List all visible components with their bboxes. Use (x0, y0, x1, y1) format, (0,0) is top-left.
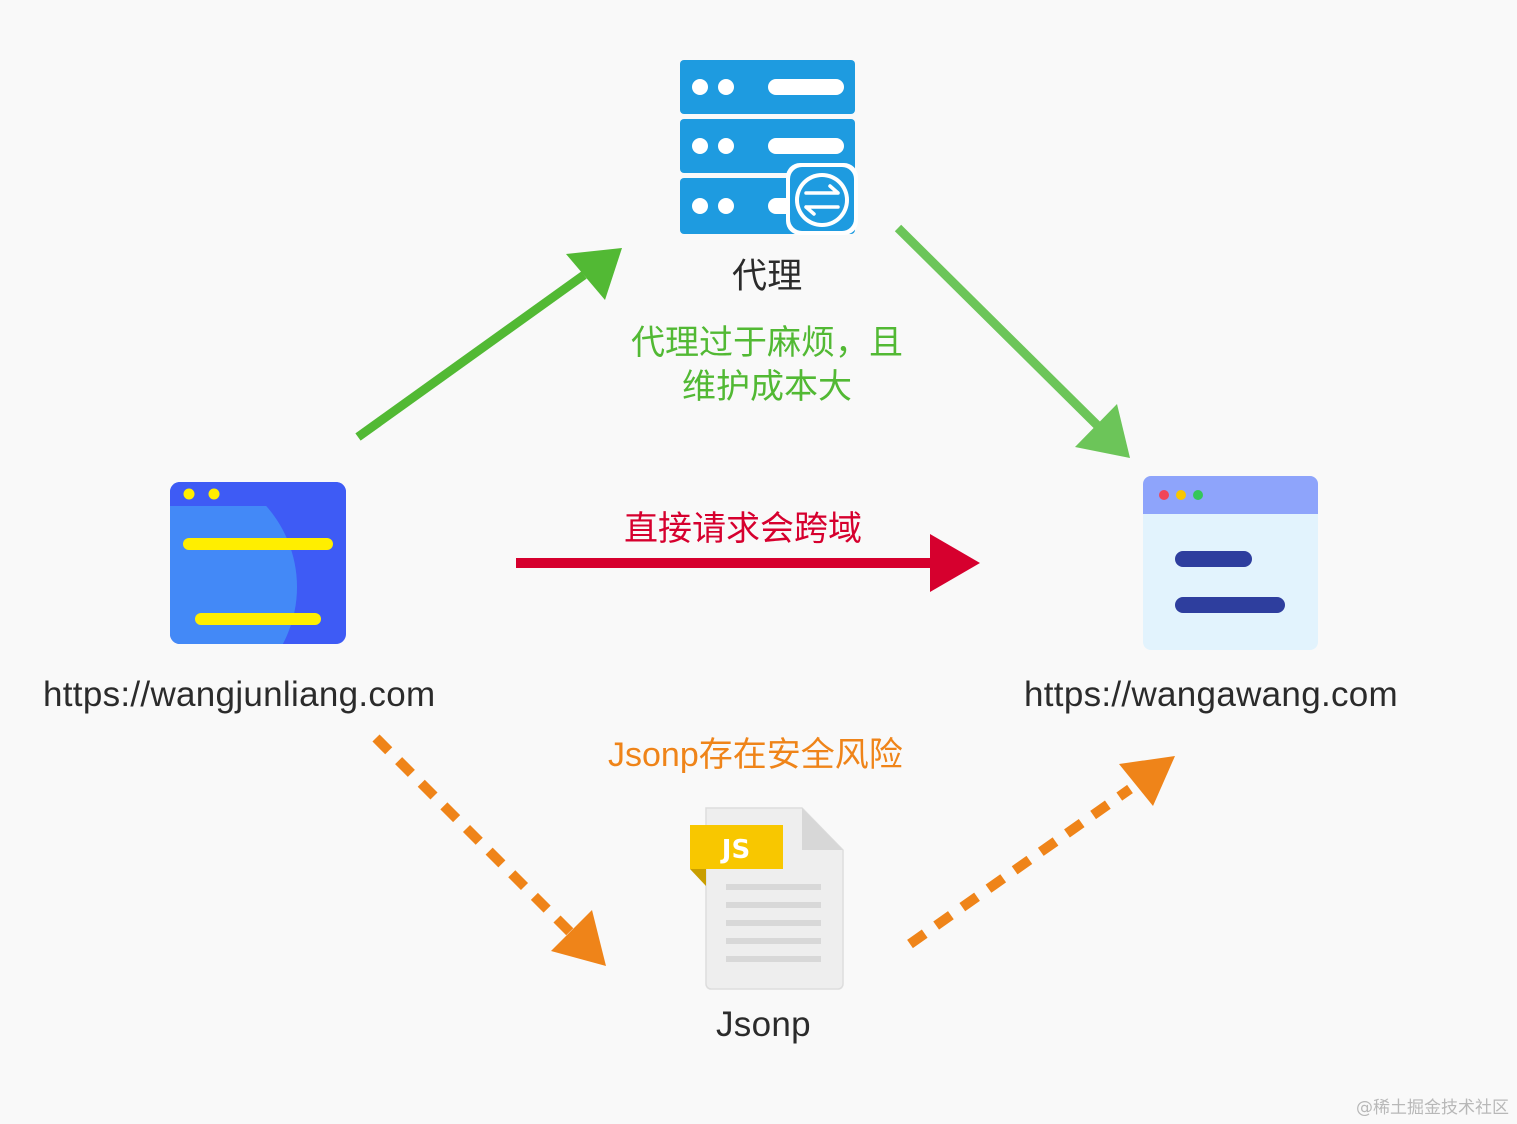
jsonp-label: Jsonp (716, 1005, 811, 1044)
js-file-icon: JS (690, 807, 844, 990)
js-badge-text: JS (720, 835, 750, 865)
proxy-note: 代理过于麻烦，且 维护成本大 (612, 321, 922, 409)
browser-window-icon (170, 482, 346, 644)
direct-request-note: 直接请求会跨域 (624, 510, 862, 548)
arrow-client-to-proxy (355, 248, 622, 441)
arrow-direct-request (516, 534, 980, 592)
server-proxy-icon (680, 60, 858, 235)
arrow-client-to-jsonp (372, 734, 606, 966)
swap-arrows-icon (786, 163, 858, 235)
proxy-label: 代理 (732, 257, 803, 296)
jsonp-risk-note: Jsonp存在安全风险 (608, 736, 903, 774)
proxy-note-line-1: 代理过于麻烦，且 (631, 324, 903, 362)
client-origin-label: https://wangjunliang.com (43, 675, 436, 714)
watermark: @稀土掘金技术社区 (1356, 1098, 1509, 1118)
browser-window-icon (1143, 476, 1318, 650)
arrow-proxy-to-server (894, 224, 1130, 458)
server-origin-label: https://wangawang.com (1024, 675, 1399, 714)
arrow-jsonp-to-server (907, 756, 1175, 949)
proxy-note-line-2: 维护成本大 (682, 368, 852, 406)
